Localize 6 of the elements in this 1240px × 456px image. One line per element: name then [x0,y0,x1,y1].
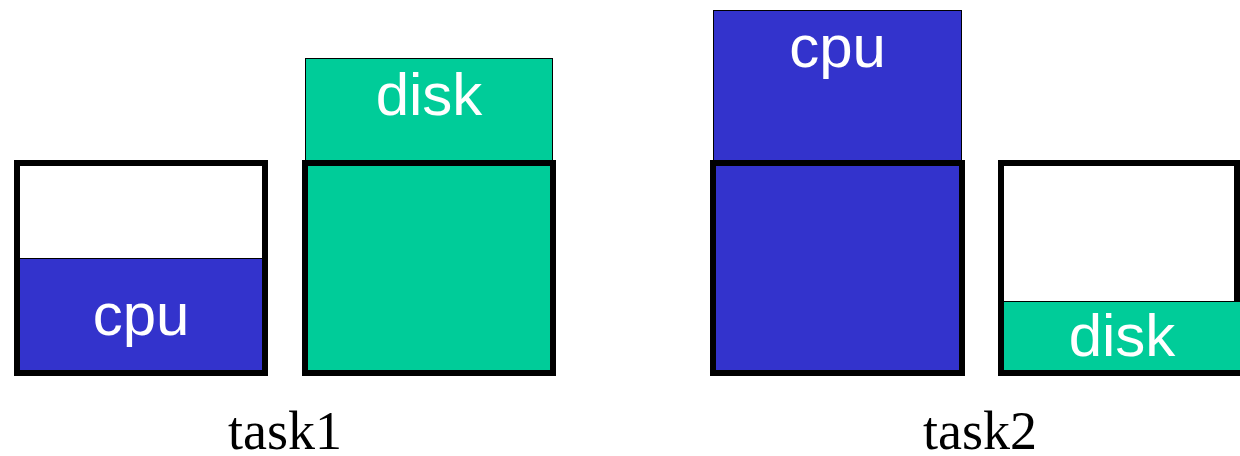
gauge-frame [998,160,1240,376]
task-label: task2 [923,400,1037,456]
usage-bar: cpu [20,258,262,370]
usage-bar: disk [1004,301,1240,370]
task-label: task1 [228,400,342,456]
gauge-frame [14,160,268,376]
